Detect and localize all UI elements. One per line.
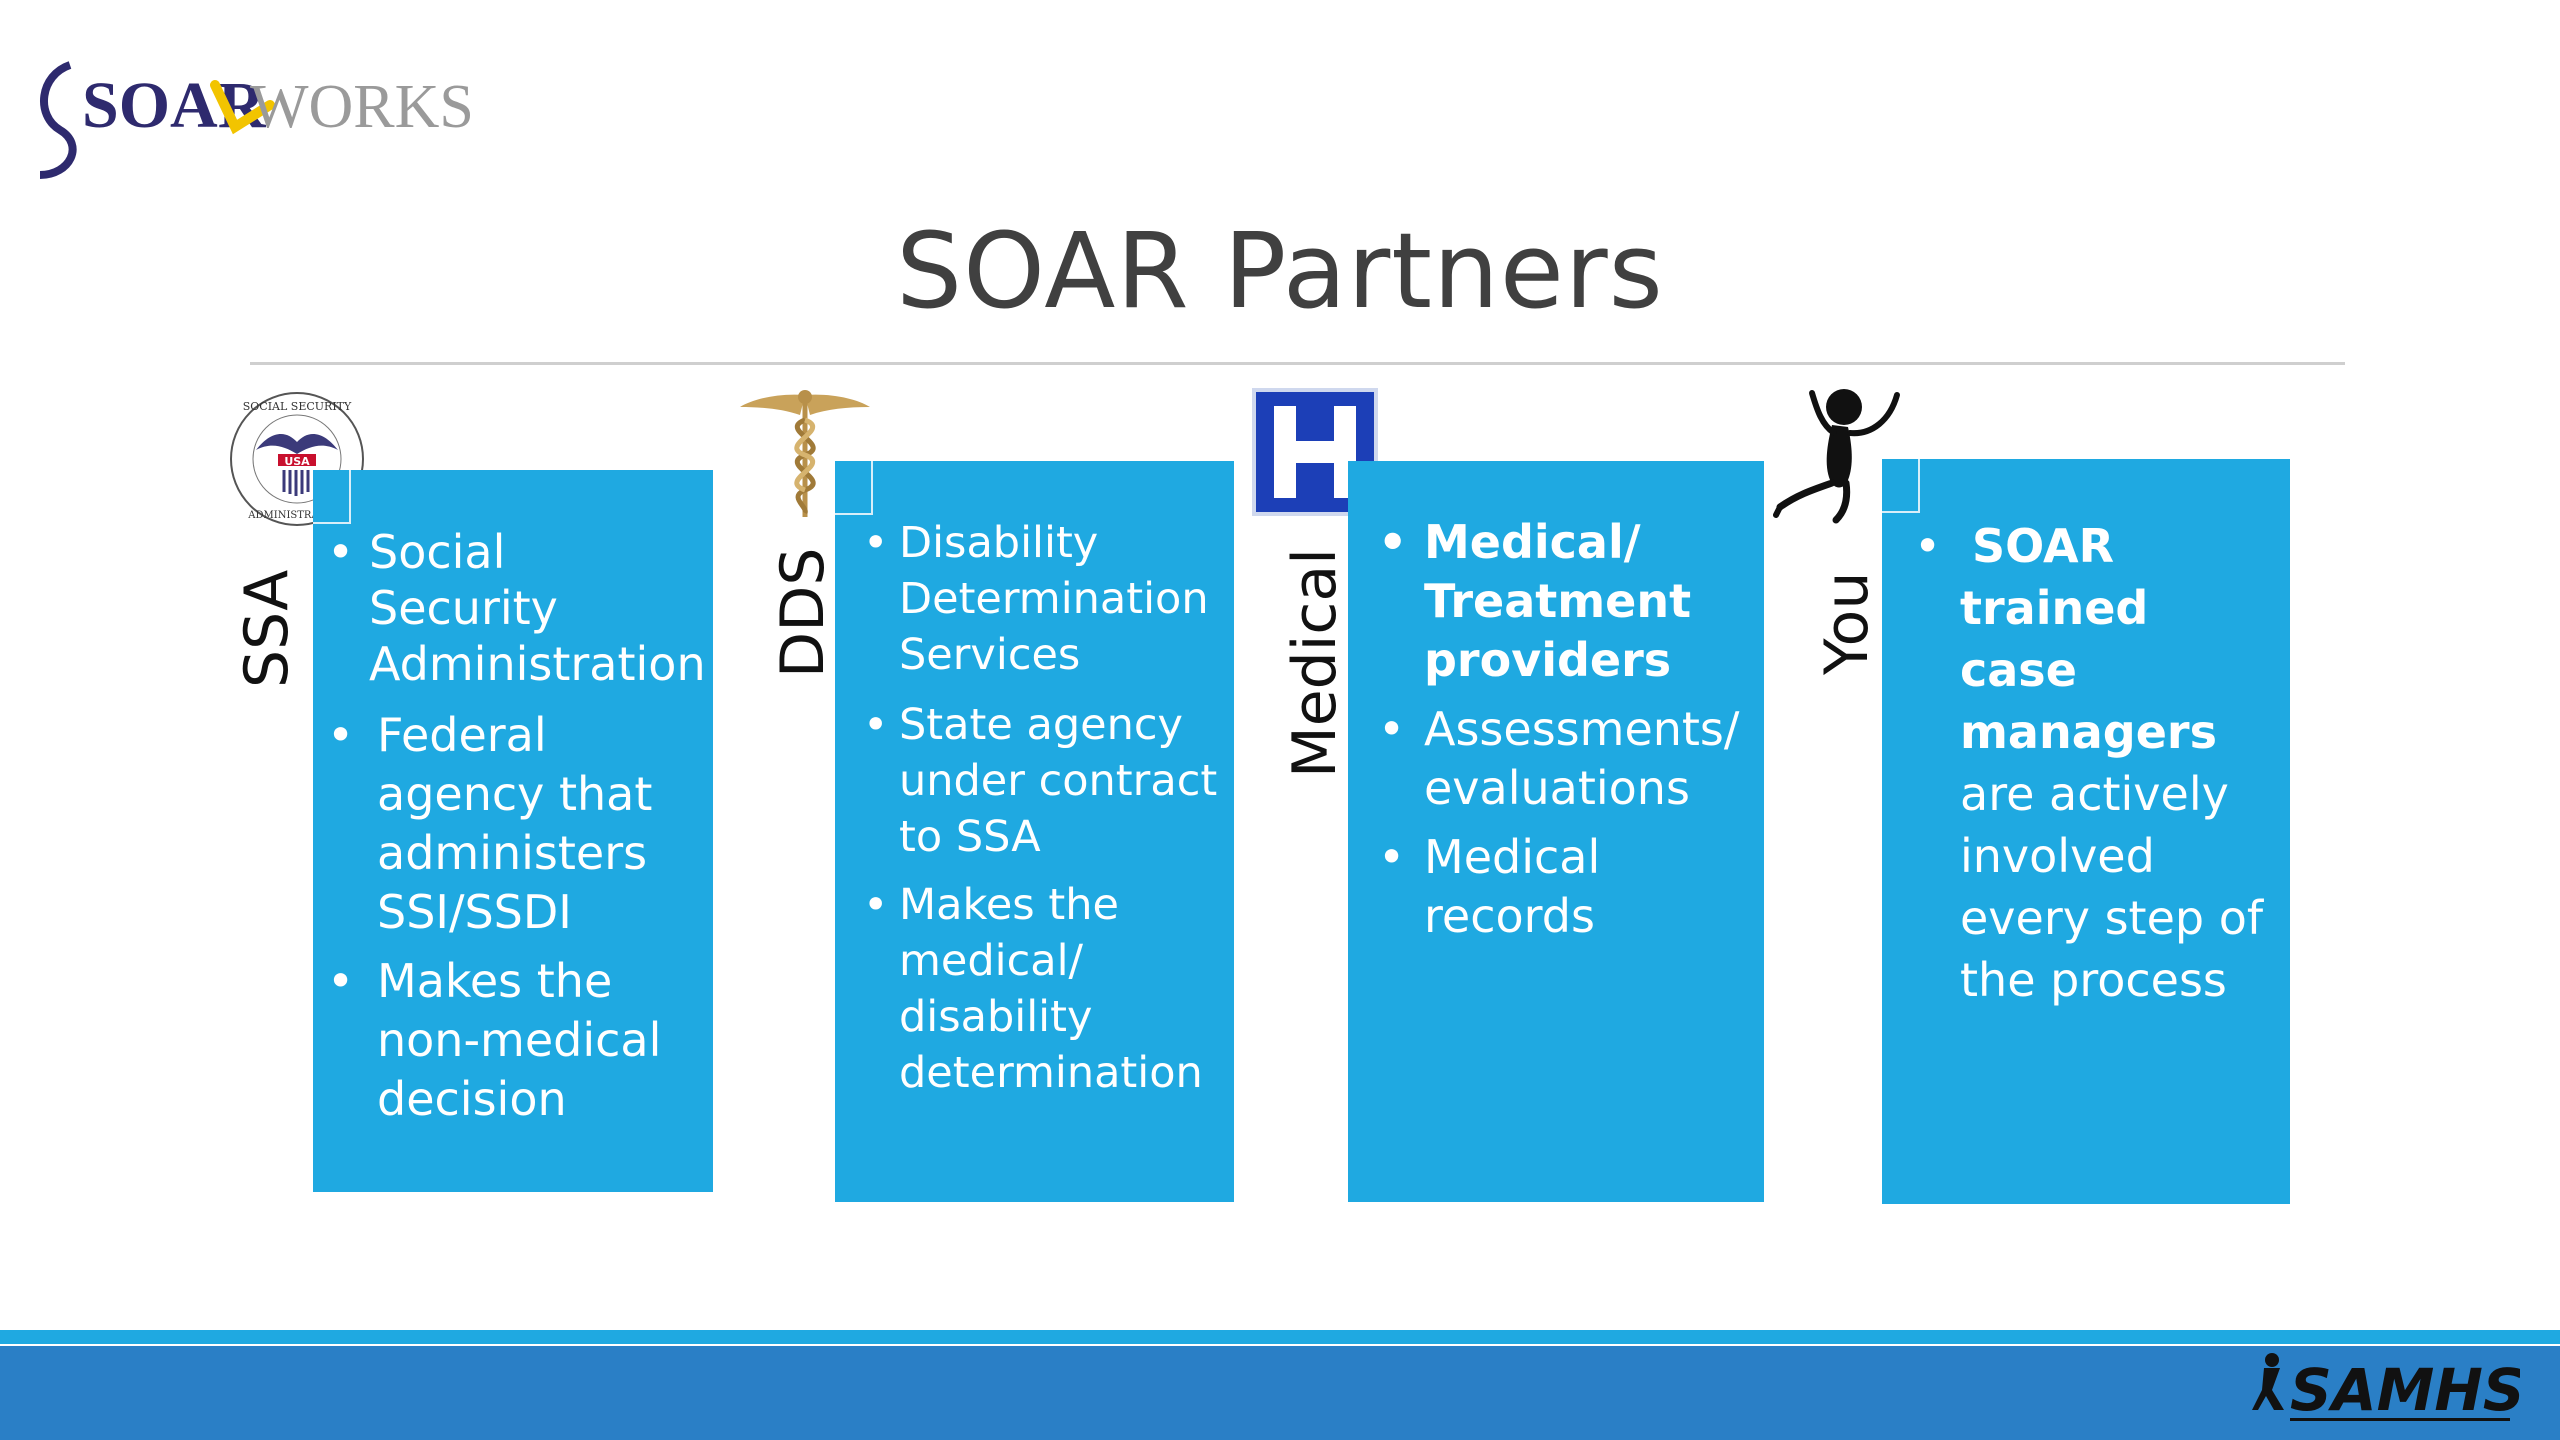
dds-panel: •Disability Determination Services •Stat… — [835, 461, 1234, 1202]
medical-panel: •Medical/ Treatment providers •Assessmen… — [1348, 461, 1764, 1202]
footer-bar — [0, 1346, 2560, 1440]
you-panel: • SOAR trained case managers are activel… — [1882, 459, 2290, 1204]
panel-corner — [313, 470, 351, 524]
ssa-side-label: SSA — [232, 569, 302, 688]
list-item: •Medical records — [1378, 830, 1601, 943]
panel-corner — [1882, 459, 1920, 513]
panel-corner — [835, 461, 873, 515]
list-item: •State agency under contract to SSA — [863, 700, 1218, 862]
list-item: •Social Security Administration — [327, 525, 706, 691]
slide-title: SOAR Partners — [896, 210, 1664, 332]
dds-side-label: DDS — [768, 547, 838, 679]
svg-text:ADMINISTRATION: ADMINISTRATION — [247, 510, 346, 521]
footer-accent-bar — [0, 1330, 2560, 1344]
list-item: • SOAR trained case managers are activel… — [1914, 519, 2264, 1007]
title-divider — [250, 362, 2345, 365]
ssa-panel: •Social Security Administration •Federal… — [313, 470, 713, 1192]
list-item: •Assessments/ evaluations — [1378, 702, 1740, 815]
list-item: •Medical/ Treatment providers — [1378, 515, 1692, 687]
you-side-label: You — [1812, 571, 1882, 675]
svg-text:SOCIAL SECURITY: SOCIAL SECURITY — [243, 400, 352, 413]
soar-works-logo: SOAR WORKS — [39, 61, 470, 179]
svg-text:WORKS: WORKS — [250, 73, 470, 141]
svg-text:SAMHSA: SAMHSA — [2290, 1356, 2520, 1424]
samhsa-logo: SAMHSA — [2252, 1353, 2520, 1424]
list-item: •Makes the non-medical decision — [327, 954, 662, 1126]
person-figure-icon — [1773, 389, 1900, 524]
list-item: •Federal agency that administers SSI/SSD… — [327, 708, 653, 939]
list-item: •Disability Determination Services — [863, 518, 1209, 680]
caduceus-icon — [740, 390, 870, 517]
medical-side-label: Medical — [1280, 548, 1350, 778]
svg-text:USA: USA — [284, 455, 310, 468]
svg-text:SOAR: SOAR — [82, 69, 267, 142]
list-item: •Makes the medical/ disability determina… — [863, 880, 1203, 1098]
